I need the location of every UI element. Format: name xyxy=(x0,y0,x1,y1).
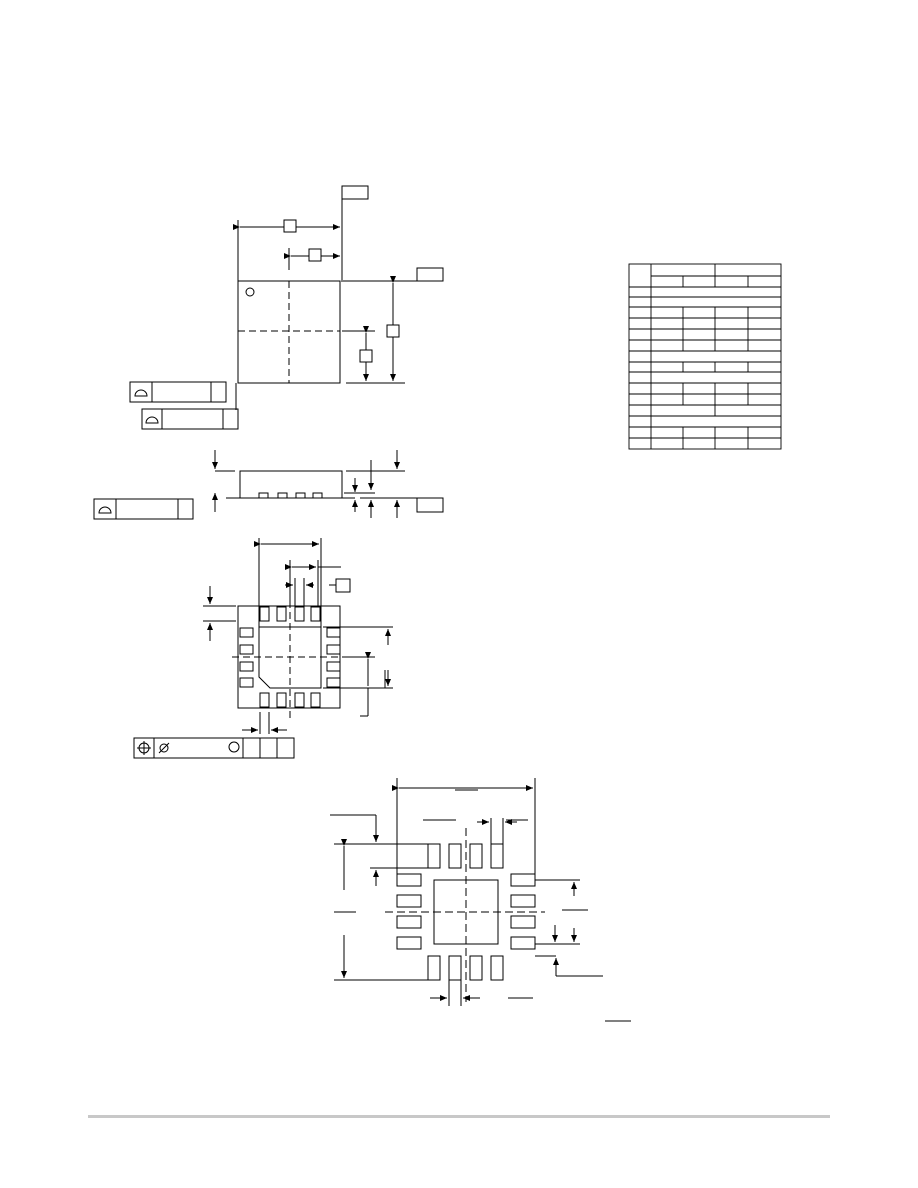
basic-dim-box xyxy=(335,578,351,593)
position-symbol-icon xyxy=(137,741,151,755)
diameter-symbol-icon xyxy=(158,742,170,754)
flatness-symbol-icon xyxy=(98,506,112,514)
basic-dim-box xyxy=(308,248,322,262)
footer-rule xyxy=(88,1115,830,1118)
side-view xyxy=(93,450,444,520)
datum-box-b xyxy=(416,267,444,282)
flatness-frame-2 xyxy=(141,408,239,430)
datum-box-a xyxy=(341,185,369,200)
exposed-pad xyxy=(258,626,322,689)
bottom-view xyxy=(133,538,393,759)
basic-dim-box xyxy=(359,349,373,363)
flatness-frame-1 xyxy=(129,381,227,403)
flatness-symbol-icon xyxy=(134,389,148,397)
flatness-frame-3 xyxy=(93,498,194,520)
land-pattern xyxy=(330,778,631,1022)
top-view xyxy=(129,185,444,430)
position-frame xyxy=(133,737,295,759)
package-body-side xyxy=(239,470,343,499)
datum-box-c xyxy=(416,497,444,513)
pin1-indicator-icon xyxy=(245,287,255,297)
circle-symbol-icon xyxy=(228,741,240,753)
basic-dim-box xyxy=(283,219,297,233)
basic-dim-box xyxy=(386,324,400,338)
flatness-symbol-icon xyxy=(145,416,159,424)
dimension-table xyxy=(628,263,782,450)
